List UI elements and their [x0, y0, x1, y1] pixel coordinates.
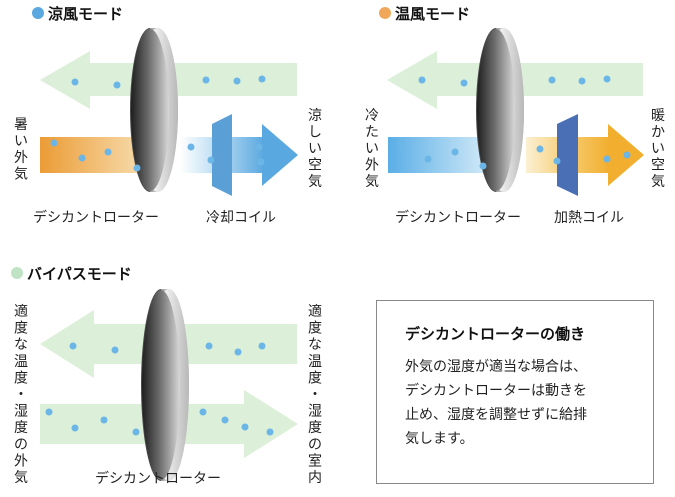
warm-outside-air-label: 冷たい外気	[365, 108, 379, 190]
bypass-mode-title: バイパスモード	[27, 265, 132, 283]
warm-intake-air	[388, 137, 490, 173]
warm-rotor-label: デシカントローター	[395, 209, 521, 226]
info-line: 止め、湿度を調整せずに給排	[405, 407, 587, 423]
cool-desiccant-rotor	[130, 28, 178, 192]
bypass-particles	[45, 342, 274, 436]
cool-mode-title: 涼風モード	[48, 5, 123, 23]
bypass-outside-air-label: 適度な温度・湿度の外気	[14, 303, 28, 486]
cool-rotor-label: デシカントローター	[33, 209, 159, 226]
info-line: 外気の湿度が適当な場合は、	[405, 359, 587, 375]
cool-output-arrowhead	[262, 124, 298, 186]
bypass-mode-panel: バイパスモード 適度な温度・湿度の外気 適度な温度・湿度の室内 デシカントロータ…	[11, 265, 322, 487]
warm-desiccant-rotor	[476, 28, 524, 192]
bypass-indoor-air-label: 適度な温度・湿度の室内	[308, 303, 322, 486]
warm-coil-label: 加熱コイル	[554, 210, 624, 226]
cool-output-air-label: 涼しい空気	[308, 108, 322, 190]
cool-mode-dot	[32, 7, 44, 19]
cool-mode-panel: 涼風モード 暑い外気 涼しい空気 デシカントローター 冷却コイル	[14, 5, 322, 226]
info-box: デシカントローターの働き 外気の湿度が適当な場合は、 デシカントローターは動きを…	[376, 300, 654, 484]
warm-mode-panel: 温風モード 冷たい外気 暖かい空気 デシカントローター 加熱コイル	[365, 5, 665, 226]
warm-mode-dot	[379, 7, 391, 19]
cool-particles	[50, 75, 266, 172]
bypass-mode-dot	[11, 267, 23, 279]
warm-particles	[397, 75, 631, 170]
info-title: デシカントローターの働き	[405, 325, 586, 343]
warm-output-air-label: 暖かい空気	[651, 108, 665, 190]
bypass-rotor-label: デシカントローター	[95, 470, 221, 487]
cool-cooling-coil	[212, 114, 232, 196]
warm-mode-title: 温風モード	[395, 5, 470, 23]
warm-heating-coil	[557, 114, 578, 196]
cool-outside-air-label: 暑い外気	[14, 117, 28, 183]
cool-coil-label: 冷却コイル	[206, 210, 276, 226]
info-line: 気します。	[405, 431, 474, 447]
bypass-desiccant-rotor	[141, 289, 189, 481]
info-line: デシカントローターは動きを	[405, 383, 587, 399]
